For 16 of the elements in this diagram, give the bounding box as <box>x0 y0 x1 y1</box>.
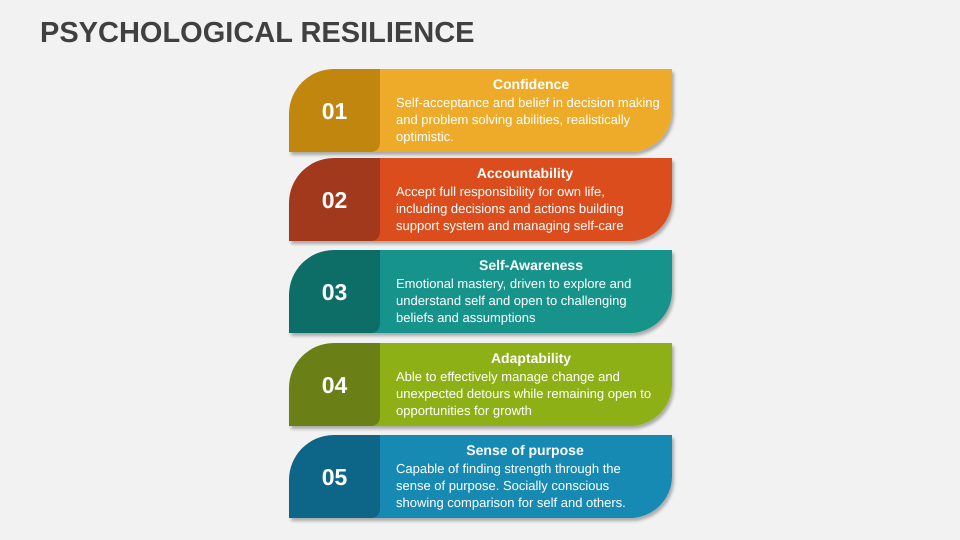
step-description: Able to effectively manage change and unexpected detours while remaining open to opportunities for growth <box>396 368 652 419</box>
step-heading: Accountability <box>476 165 574 181</box>
step-number: 04 <box>322 372 348 398</box>
step-heading: Self-Awareness <box>478 257 583 273</box>
step-heading: Sense of purpose <box>466 442 584 458</box>
slide-title: PSYCHOLOGICAL RESILIENCE <box>40 16 475 51</box>
step-number: 01 <box>322 98 348 124</box>
step-heading: Adaptability <box>490 350 572 366</box>
step-description: Accept full responsibility for own life, including decisions and actions building support system and managing self-care <box>396 183 625 234</box>
step-number: 02 <box>322 186 348 212</box>
step-description: Self-acceptance and belief in decision making and problem solving abilities, realistically optimistic. <box>396 94 661 145</box>
step-number: 05 <box>322 464 348 490</box>
step-description: Emotional mastery, driven to explore and understand self and open to challenging beliefs and assumptions <box>396 275 632 326</box>
step-number: 03 <box>322 278 348 304</box>
step-heading: Confidence <box>492 76 570 92</box>
step-description: Capable of finding strength through the sense of purpose. Socially conscious showing comparison for self and others. <box>396 460 627 511</box>
